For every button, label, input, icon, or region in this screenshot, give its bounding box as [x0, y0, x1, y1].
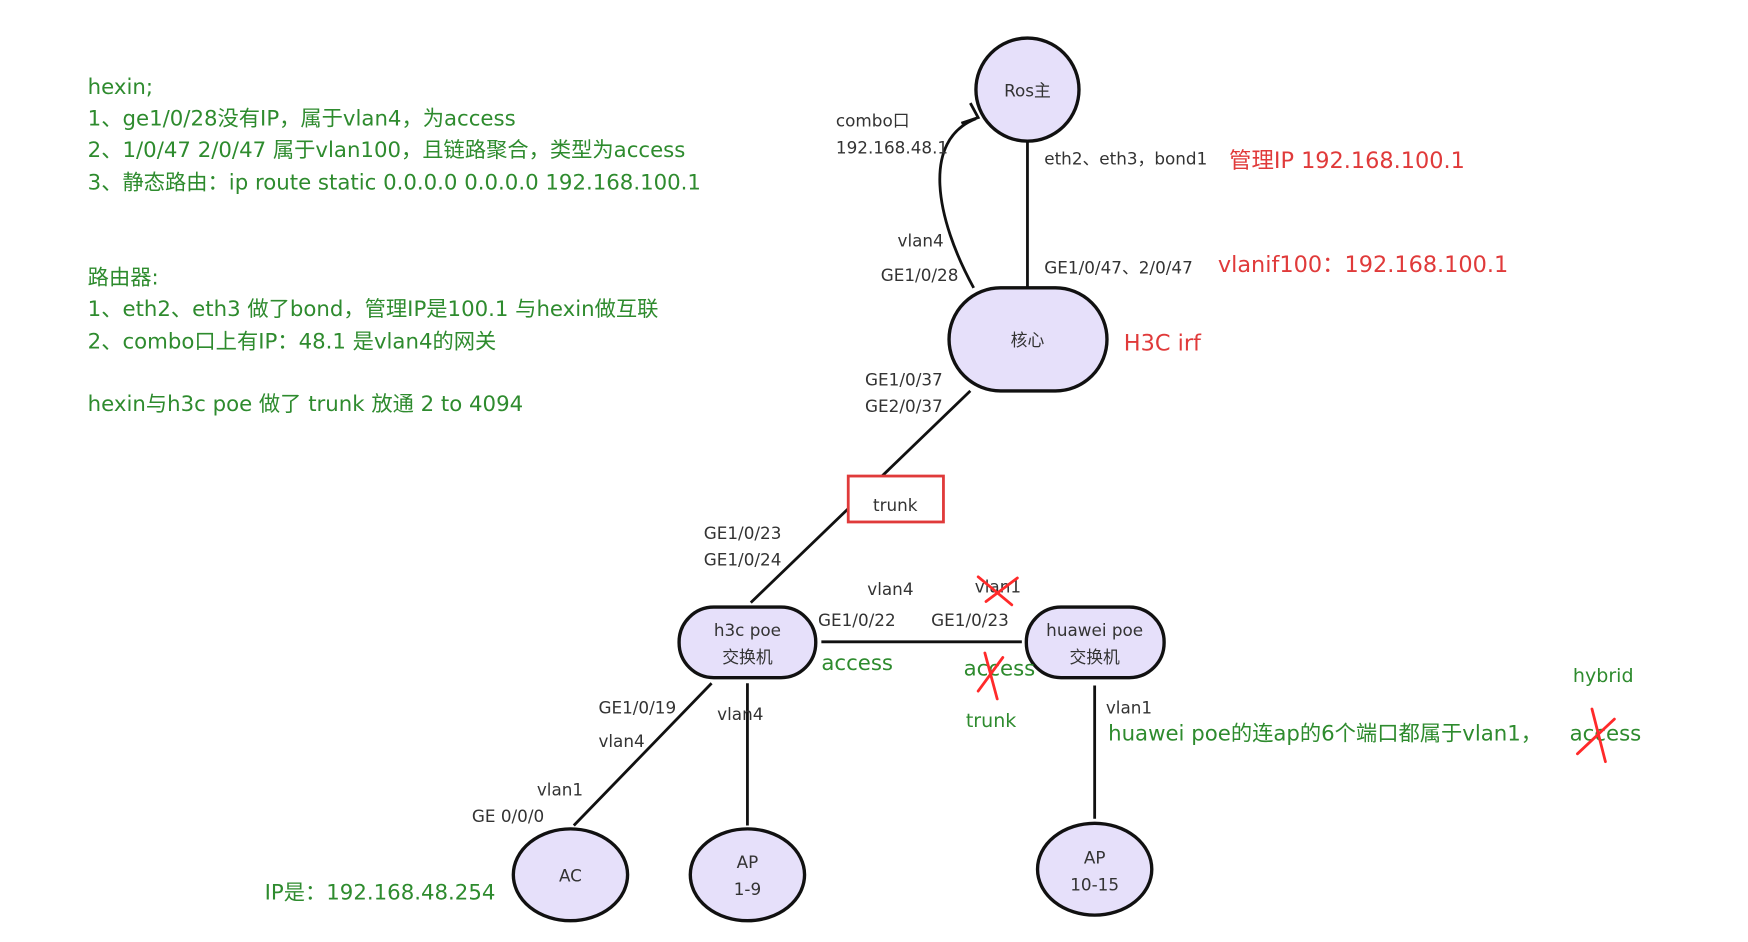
label-trunk-box: trunk: [873, 495, 918, 515]
node-huawei-poe: huawei poe 交换机: [1024, 605, 1166, 680]
node-h3c-poe: h3c poe 交换机: [677, 605, 818, 680]
label-ge1-0-22: GE1/0/22: [818, 610, 896, 630]
label-mgmt-ip: 管理IP 192.168.100.1: [1229, 148, 1465, 174]
hexin-item-2: 2、1/0/47 2/0/47 属于vlan100，且链路聚合，类型为acces…: [88, 138, 686, 163]
node-ac-label: AC: [559, 866, 582, 886]
cross-out-icon: [1576, 707, 1616, 764]
label-huawei-note: huawei poe的连ap的6个端口都属于vlan1，: [1108, 721, 1542, 746]
label-ge2-0-37: GE2/0/37: [865, 396, 943, 416]
label-eth-bond: eth2、eth3，bond1: [1044, 149, 1207, 169]
label-vlan4-mid: vlan4: [867, 579, 913, 599]
node-huawei-label-2: 交换机: [1069, 647, 1120, 667]
hexin-title: hexin;: [88, 75, 153, 100]
label-h3c-irf: H3C irf: [1124, 331, 1202, 357]
label-ge0-0-0: GE 0/0/0: [472, 806, 544, 826]
arrow-head-icon: [960, 102, 981, 125]
router-title: 路由器:: [88, 266, 159, 291]
node-huawei-label-1: huawei poe: [1046, 620, 1143, 640]
label-ge1-0-19: GE1/0/19: [598, 698, 676, 718]
label-vlan1-crossed: vlan1: [975, 577, 1021, 597]
label-trunk-green: trunk: [966, 710, 1016, 732]
node-h3c-label-2: 交换机: [722, 647, 773, 667]
node-core-label: 核心: [1011, 330, 1045, 350]
label-vlan4-ac: vlan4: [598, 731, 644, 751]
node-ap-1-9: AP 1-9: [688, 827, 807, 923]
trunk-note: hexin与h3c poe 做了 trunk 放通 2 to 4094: [88, 392, 523, 417]
cross-out-icon: [976, 575, 1019, 607]
router-item-1: 1、eth2、eth3 做了bond，管理IP是100.1 与hexin做互联: [88, 297, 659, 322]
hexin-item-1: 1、ge1/0/28没有IP，属于vlan4，为access: [88, 106, 516, 131]
label-hybrid: hybrid: [1573, 665, 1634, 687]
cross-out-icon: [976, 651, 1005, 701]
router-item-2: 2、combo口上有IP：48.1 是vlan4的网关: [88, 329, 497, 354]
label-ge1-0-23-b: GE1/0/23: [931, 610, 1009, 630]
node-ap2-label-1: AP: [1084, 848, 1106, 868]
label-combo-ip: 192.168.48.1: [836, 137, 948, 157]
label-ge1-0-24: GE1/0/24: [704, 550, 782, 570]
node-ros-label: Ros主: [1004, 80, 1051, 100]
node-ap1-label-1: AP: [737, 852, 759, 872]
link-h3c-ac: [572, 682, 713, 827]
node-ros: Ros主: [974, 36, 1081, 143]
hexin-item-3: 3、静态路由：ip route static 0.0.0.0 0.0.0.0 1…: [88, 170, 701, 195]
label-ge1-0-28: GE1/0/28: [881, 265, 959, 285]
node-h3c-label-1: h3c poe: [714, 620, 781, 640]
node-ac: AC: [511, 827, 630, 923]
label-ge1-0-23-a: GE1/0/23: [704, 523, 782, 543]
trunk-box: trunk: [846, 474, 945, 524]
node-ap1-label-2: 1-9: [734, 879, 761, 899]
label-ac-ip: IP是：192.168.48.254: [265, 880, 496, 905]
notes-panel: hexin; 1、ge1/0/28没有IP，属于vlan4，为access 2、…: [88, 75, 701, 417]
label-vlan1-ac: vlan1: [537, 779, 583, 799]
label-access-left: access: [821, 651, 893, 676]
label-vlan1-huawei: vlan1: [1106, 698, 1152, 718]
label-combo: combo口: [836, 111, 910, 131]
link-core-ros-combo: [938, 117, 977, 289]
node-core: 核心: [947, 286, 1109, 393]
label-vlanif: vlanif100：192.168.100.1: [1218, 252, 1508, 278]
node-ap-10-15: AP 10-15: [1035, 821, 1154, 917]
node-ap2-label-2: 10-15: [1070, 874, 1119, 894]
label-vlan4-core: vlan4: [898, 230, 944, 250]
label-vlan4-ap: vlan4: [717, 704, 763, 724]
label-access-crossed-right: access: [1570, 721, 1642, 746]
label-ge47: GE1/0/47、2/0/47: [1044, 257, 1193, 277]
label-ge1-0-37: GE1/0/37: [865, 369, 943, 389]
